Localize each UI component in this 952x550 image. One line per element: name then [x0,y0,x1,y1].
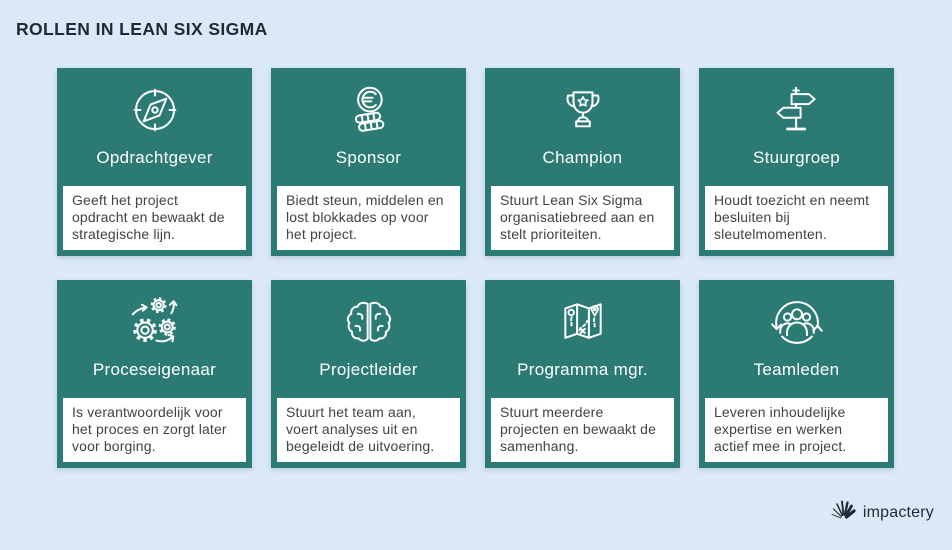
role-description: Biedt steun, middelen en lost blokkades … [277,186,460,250]
compass-icon [126,81,184,139]
ray-fan-icon [830,498,856,522]
role-description: Stuurt Lean Six Sigma organisatiebreed a… [491,186,674,250]
role-description: Leveren inhoudelijke expertise en werken… [705,398,888,462]
euro-coins-icon [340,81,398,139]
role-title: Projectleider [319,360,418,379]
role-description: Geeft het project opdracht en bewaakt de… [63,186,246,250]
signpost-icon [768,81,826,139]
role-description: Stuurt meerdere projecten en bewaakt de … [491,398,674,462]
role-title: Proceseigenaar [92,360,217,379]
role-title: Opdrachtgever [96,148,213,167]
role-title: Teamleden [753,360,840,379]
card-teamleden: Teamleden Leveren inhoudelijke expertise… [699,280,894,468]
card-projectleider: Projectleider Stuurt het team aan, voert… [271,280,466,468]
role-title: Programma mgr. [517,360,648,379]
roles-grid: Opdrachtgever Geeft het project opdracht… [57,68,894,468]
card-opdrachtgever: Opdrachtgever Geeft het project opdracht… [57,68,252,256]
role-description: Houdt toezicht en neemt besluiten bij sl… [705,186,888,250]
role-title: Champion [542,148,623,167]
team-icon [768,293,826,351]
card-programma-mgr: Programma mgr. Stuurt meerdere projecten… [485,280,680,468]
brand-footer: impactery [830,498,934,522]
role-description: Is verantwoordelijk voor het proces en z… [63,398,246,462]
brain-icon [340,293,398,351]
page-title: ROLLEN IN LEAN SIX SIGMA [16,19,268,39]
role-title: Stuurgroep [752,148,841,167]
card-sponsor: Sponsor Biedt steun, middelen en lost bl… [271,68,466,256]
trophy-icon [554,81,612,139]
role-title: Sponsor [335,148,402,167]
brand-name: impactery [862,503,934,521]
gears-icon [126,293,184,351]
map-icon [554,293,612,351]
card-stuurgroep: Stuurgroep Houdt toezicht en neemt beslu… [699,68,894,256]
role-description: Stuurt het team aan, voert analyses uit … [277,398,460,462]
card-proceseigenaar: Proceseigenaar Is verantwoordelijk voor … [57,280,252,468]
card-champion: Champion Stuurt Lean Six Sigma organisat… [485,68,680,256]
